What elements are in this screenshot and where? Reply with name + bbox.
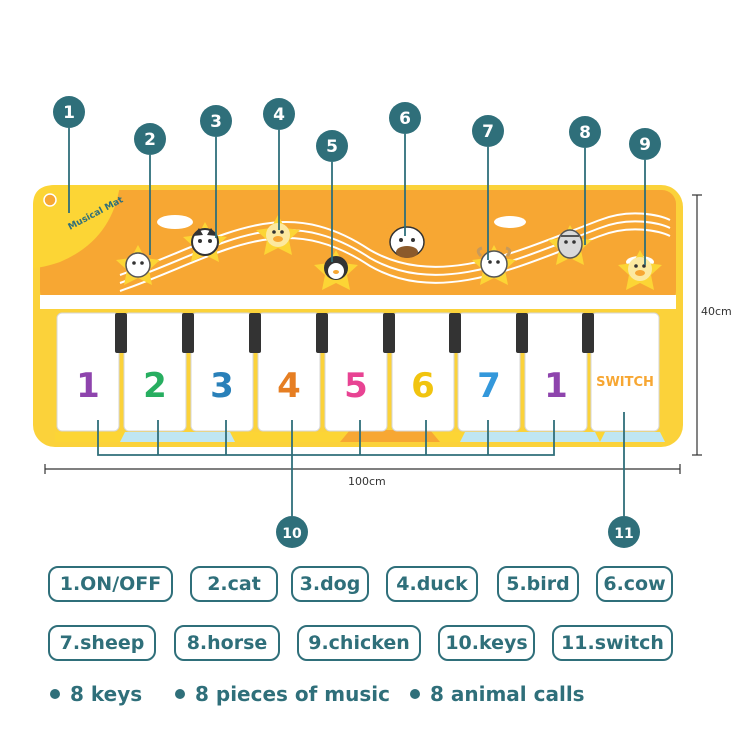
piano-key[interactable]: 2 — [123, 312, 187, 432]
legend-label: 9.chicken — [297, 625, 421, 661]
height-label: 40cm — [701, 305, 732, 318]
callout-number: 2 — [144, 130, 156, 150]
piano-key[interactable]: 3 — [190, 312, 254, 432]
dog-button[interactable] — [183, 222, 227, 262]
logo-badge — [33, 185, 120, 268]
key-number: 7 — [477, 366, 501, 406]
black-key[interactable] — [582, 313, 594, 353]
legend-label: 11.switch — [552, 625, 673, 661]
callout-number: 3 — [210, 112, 222, 132]
key-number: 5 — [344, 366, 368, 406]
callout-number: 8 — [579, 123, 591, 143]
legend-label: 2.cat — [190, 566, 278, 602]
feature-item: 8 pieces of music — [175, 682, 390, 706]
callout-7: 7 — [472, 115, 504, 147]
key-number: 1 — [544, 366, 568, 406]
floor-stripe — [600, 432, 665, 442]
switch-label: SWITCH — [596, 375, 654, 390]
piano-key[interactable]: 1 — [56, 312, 120, 432]
callout-1: 1 — [53, 96, 85, 128]
feature-item: 8 keys — [50, 682, 142, 706]
black-key[interactable] — [249, 313, 261, 353]
callout-number: 11 — [614, 526, 633, 542]
chicken-button[interactable] — [618, 250, 662, 290]
width-label: 100cm — [348, 475, 386, 488]
music-staff — [119, 212, 671, 292]
legend-label: 7.sheep — [48, 625, 156, 661]
cat-button[interactable] — [116, 245, 160, 285]
cow-button[interactable] — [385, 224, 429, 258]
legend-label: 10.keys — [438, 625, 535, 661]
animal-buttons — [116, 215, 662, 290]
callout-6: 6 — [389, 102, 421, 134]
callout-number: 10 — [282, 526, 302, 542]
callout-5: 5 — [316, 130, 348, 162]
callout-number: 7 — [482, 122, 494, 142]
legend-label: 8.horse — [174, 625, 280, 661]
horse-button[interactable] — [548, 225, 592, 265]
bullet-dot — [410, 689, 420, 699]
black-key[interactable] — [449, 313, 461, 353]
black-key[interactable] — [316, 313, 328, 353]
feature-text: 8 pieces of music — [195, 682, 390, 706]
key-number: 2 — [143, 366, 167, 406]
callout-number: 6 — [399, 109, 411, 129]
callout-3: 3 — [200, 105, 232, 137]
black-key[interactable] — [115, 313, 127, 353]
callout-number: 9 — [639, 135, 651, 155]
feature-item: 8 animal calls — [410, 682, 585, 706]
key-number: 4 — [277, 366, 301, 406]
bullet-dot — [175, 689, 185, 699]
keys-bracket — [97, 420, 555, 456]
height-dimension — [692, 194, 702, 456]
feature-text: 8 keys — [70, 682, 143, 706]
callout-8: 8 — [569, 116, 601, 148]
legend-label: 4.duck — [386, 566, 478, 602]
callout-10: 10 — [276, 516, 308, 548]
callout-2: 2 — [134, 123, 166, 155]
feature-text: 8 animal calls — [430, 682, 585, 706]
callout-4: 4 — [263, 98, 295, 130]
piano-key[interactable]: 7 — [457, 312, 521, 432]
callout-number: 4 — [273, 105, 285, 125]
callout-number: 5 — [326, 137, 338, 157]
legend-label: 1.ON/OFF — [48, 566, 173, 602]
black-key[interactable] — [516, 313, 528, 353]
piano-key[interactable]: 1 — [524, 312, 588, 432]
bullet-dot — [50, 689, 60, 699]
piano-key[interactable]: 5 — [324, 312, 388, 432]
legend-label: 3.dog — [291, 566, 369, 602]
black-key[interactable] — [182, 313, 194, 353]
power-button[interactable] — [43, 193, 57, 207]
callout-number: 1 — [63, 103, 75, 123]
key-number: 1 — [76, 366, 100, 406]
duck-button[interactable] — [256, 215, 300, 255]
switch-key[interactable]: SWITCH — [590, 312, 660, 432]
bird-button[interactable] — [314, 250, 358, 290]
floor-stripe — [340, 430, 440, 442]
piano-keys: 1 2 3 4 5 6 7 1 SWITCH — [56, 312, 660, 432]
legend-label: 6.cow — [596, 566, 673, 602]
legend-label: 5.bird — [497, 566, 579, 602]
floor-stripe — [120, 432, 235, 442]
callout-11: 11 — [608, 516, 640, 548]
black-key[interactable] — [383, 313, 395, 353]
key-number: 3 — [210, 366, 234, 406]
piano-key[interactable]: 6 — [391, 312, 455, 432]
key-number: 6 — [411, 366, 435, 406]
width-dimension — [44, 464, 681, 474]
floor-stripe — [460, 432, 600, 442]
piano-key[interactable]: 4 — [257, 312, 321, 432]
callout-leaders — [68, 128, 646, 516]
callout-9: 9 — [629, 128, 661, 160]
